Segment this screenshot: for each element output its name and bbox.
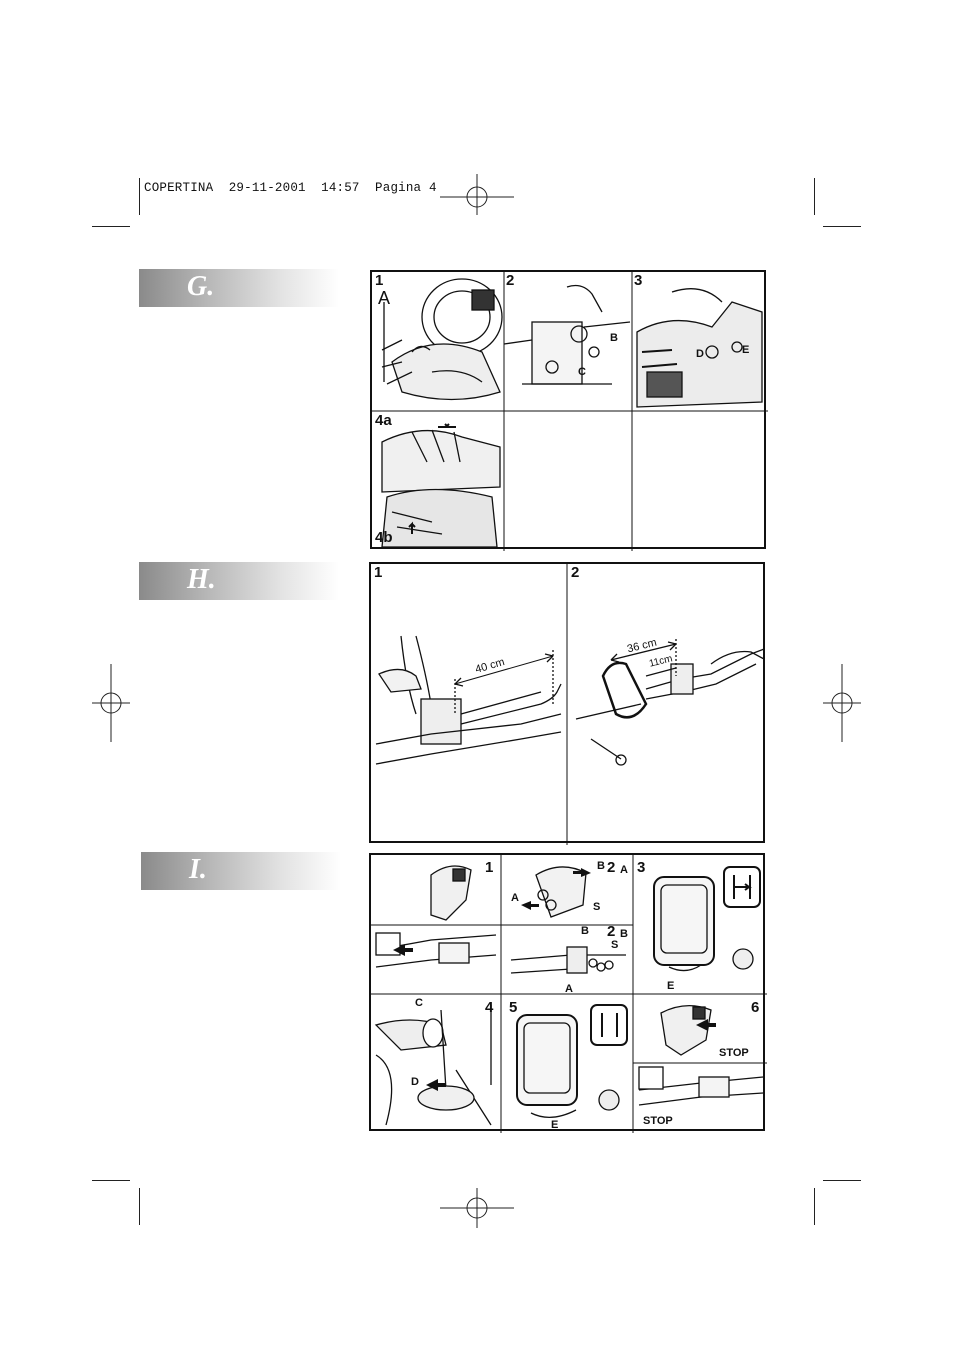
figure-h: 1 2 40 cm 36 cm 11cm	[369, 562, 765, 845]
g4-illustration	[381, 423, 501, 548]
section-label-h: H.	[139, 562, 339, 600]
i-panel-1-number: 1	[485, 859, 494, 876]
h-panel-1-number: 1	[374, 564, 383, 581]
print-header: COPERTINA 29-11-2001 14:57 Pagina 4	[144, 181, 437, 195]
i-label-e-3: E	[667, 980, 675, 992]
g-panel-4a-number: 4a	[375, 412, 392, 429]
section-label-g: G.	[139, 269, 339, 307]
i1-illustration	[375, 865, 497, 968]
h2-illustration	[575, 639, 765, 766]
g-panel-2-number: 2	[506, 272, 515, 289]
i-label-s-top: S	[593, 901, 601, 913]
i6-illustration	[638, 1005, 764, 1106]
figure-i: 1 2 A 3 2 B 4 5 6 A B S B S A E C D E ST…	[369, 853, 767, 1133]
i-panel-4-number: 4	[485, 999, 494, 1016]
g1-illustration	[381, 278, 503, 401]
g-panel-3-number: 3	[634, 272, 643, 289]
g3-illustration	[636, 288, 763, 408]
h1-illustration	[375, 635, 562, 765]
i-panel-2b-letter: B	[620, 928, 628, 940]
i5-illustration	[516, 1004, 628, 1118]
i4-illustration	[374, 1005, 492, 1126]
i-label-c: C	[415, 997, 423, 1009]
i-panel-6-number: 6	[751, 999, 760, 1016]
i-arrows	[393, 868, 716, 1091]
g-panel-1-number: 1	[375, 272, 384, 289]
i-panel-2b-number: 2	[607, 923, 616, 940]
g-label-c: C	[578, 366, 586, 378]
i-label-s-bottom: S	[611, 939, 619, 951]
i-panel-3-number: 3	[637, 859, 646, 876]
i-label-e-5: E	[551, 1119, 559, 1131]
g-label-e: E	[742, 344, 750, 356]
g2-illustration	[503, 284, 631, 385]
i-label-a-top: A	[511, 892, 519, 904]
section-label-i: I.	[141, 852, 341, 890]
i-label-b-top: B	[597, 860, 605, 872]
g-label-d: D	[696, 348, 704, 360]
i-panel-5-number: 5	[509, 999, 518, 1016]
g-panel-4b-number: 4b	[375, 529, 393, 546]
i-panel-2a-number: 2	[607, 859, 616, 876]
g-label-a: A	[378, 288, 391, 308]
g-label-b: B	[610, 332, 618, 344]
i-stop-label-bottom: STOP	[643, 1115, 673, 1127]
i2-illustration	[510, 866, 626, 974]
i3-illustration	[653, 866, 761, 972]
i-panel-2a-letter: A	[620, 864, 628, 876]
figure-g: 1 2 3 4a 4b A B C D E	[370, 270, 768, 551]
h-panel-2-number: 2	[571, 564, 580, 581]
i-label-d: D	[411, 1076, 419, 1088]
i-label-a-bottom: A	[565, 983, 573, 995]
i-label-b-bottom: B	[581, 925, 589, 937]
i-stop-label-top: STOP	[719, 1047, 749, 1059]
